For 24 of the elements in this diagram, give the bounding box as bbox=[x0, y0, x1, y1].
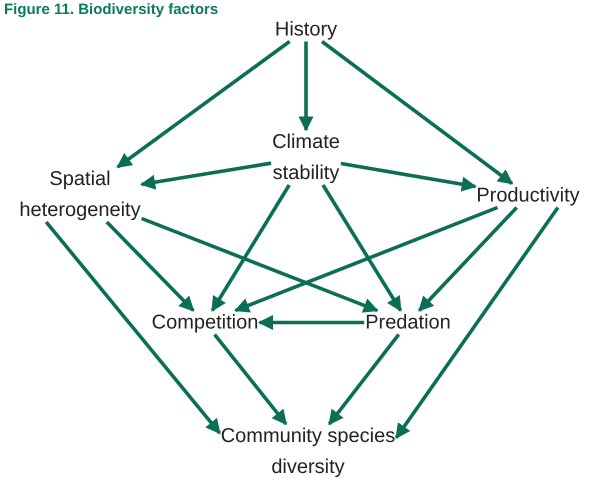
arrow bbox=[328, 333, 400, 426]
factor-label: History bbox=[246, 14, 366, 46]
arrow bbox=[213, 333, 288, 426]
arrow bbox=[140, 216, 379, 313]
arrow bbox=[394, 206, 560, 439]
factor-label: Spatial heterogeneity bbox=[0, 164, 160, 226]
factor-label: Community species diversity bbox=[193, 421, 423, 482]
arrow bbox=[44, 220, 222, 434]
arrow bbox=[258, 314, 364, 330]
figure-title: Figure 11. Biodiversity factors bbox=[4, 1, 218, 18]
factor-label: Productivity bbox=[458, 180, 591, 212]
arrow bbox=[321, 184, 402, 312]
arrow bbox=[140, 161, 272, 190]
arrow bbox=[340, 162, 477, 192]
arrow bbox=[234, 206, 498, 313]
arrow bbox=[418, 206, 518, 312]
factor-label: Predation bbox=[343, 308, 473, 338]
arrow bbox=[320, 40, 514, 185]
arrow bbox=[116, 40, 291, 168]
arrow bbox=[298, 42, 314, 132]
arrow bbox=[210, 184, 291, 312]
factor-label: Competition bbox=[135, 308, 275, 338]
arrow bbox=[106, 220, 195, 312]
factor-label: Climate stability bbox=[241, 127, 371, 189]
